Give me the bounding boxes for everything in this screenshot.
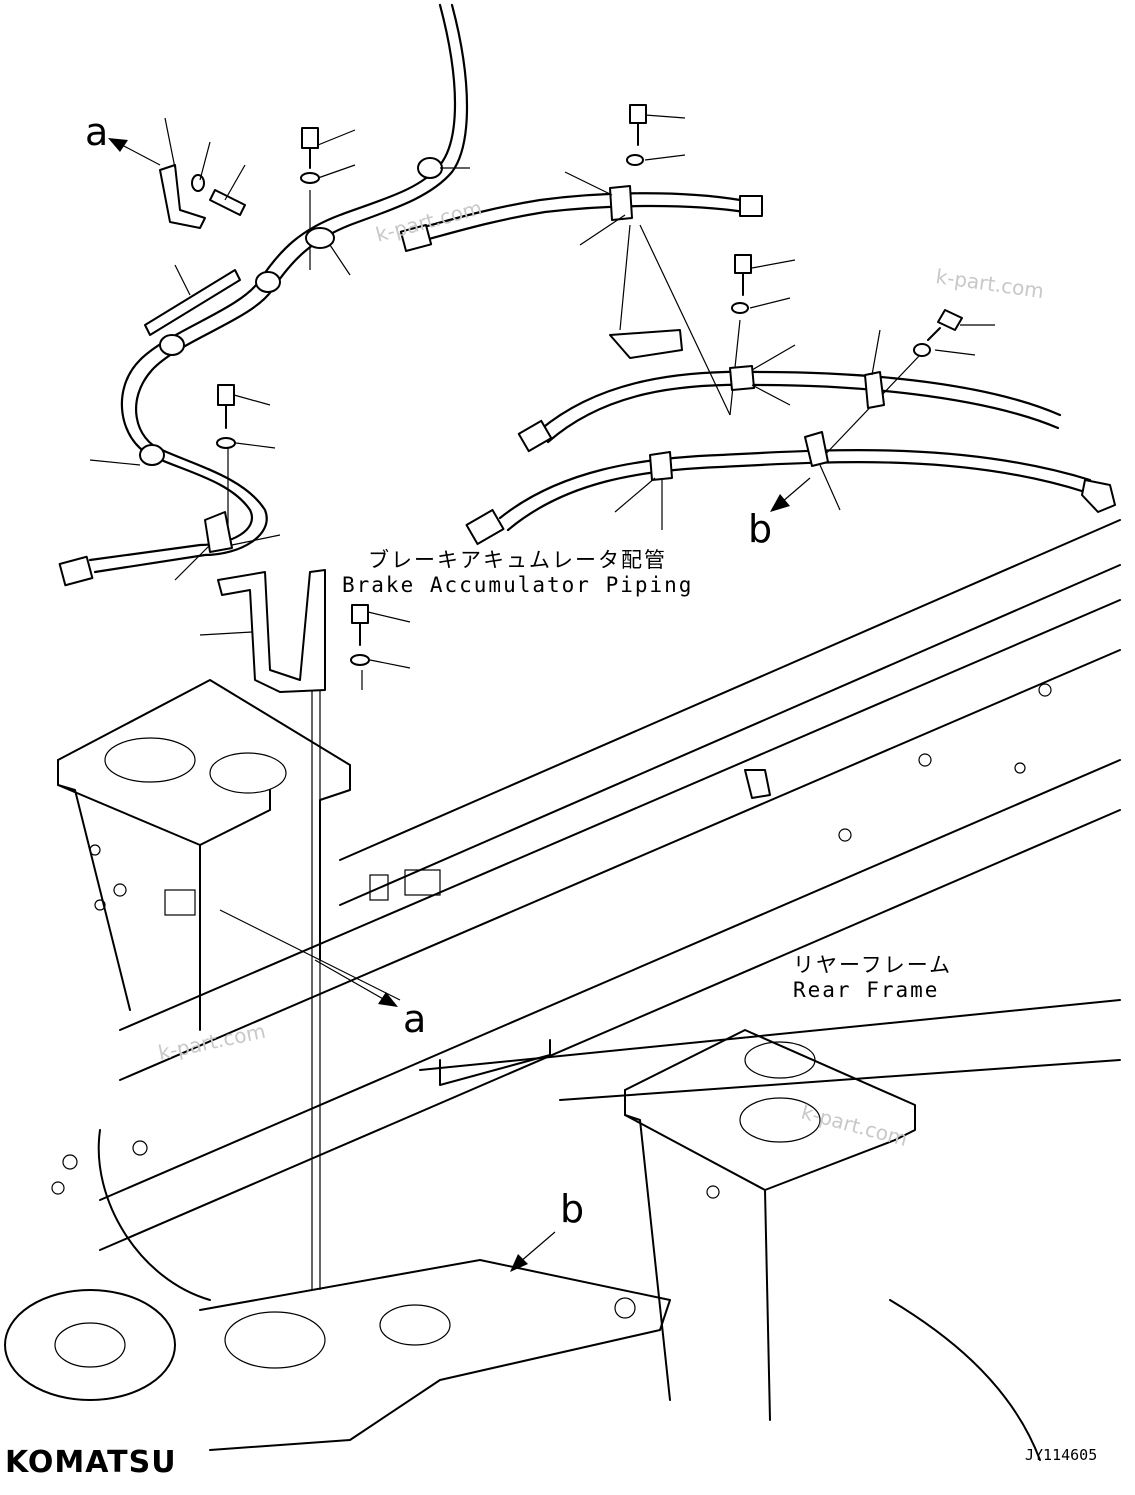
callout-leaders — [89, 114, 995, 1272]
rear-frame-label-jp: リヤーフレーム — [793, 953, 952, 977]
brake-hoses — [58, 3, 1116, 587]
ref-b-mid: b — [748, 507, 772, 551]
clamps-and-brackets — [139, 104, 963, 693]
komatsu-logo: KOMATSU — [5, 1445, 177, 1480]
watermark-2: k-part.com — [934, 264, 1045, 303]
rear-frame-structure — [4, 519, 1121, 1461]
ref-a-bottom: a — [403, 997, 426, 1041]
watermark-4: k-part.com — [799, 1100, 910, 1151]
drawing-code: JY114605 — [1025, 1446, 1097, 1464]
brake-piping-label-jp: ブレーキアキュムレータ配管 — [368, 548, 667, 572]
ref-a-top: a — [85, 110, 108, 154]
watermark-3: k-part.com — [156, 1019, 268, 1065]
ref-b-bottom: b — [560, 1187, 584, 1231]
brake-piping-label-en: Brake Accumulator Piping — [342, 573, 693, 597]
rear-frame-label-en: Rear Frame — [793, 978, 939, 1002]
